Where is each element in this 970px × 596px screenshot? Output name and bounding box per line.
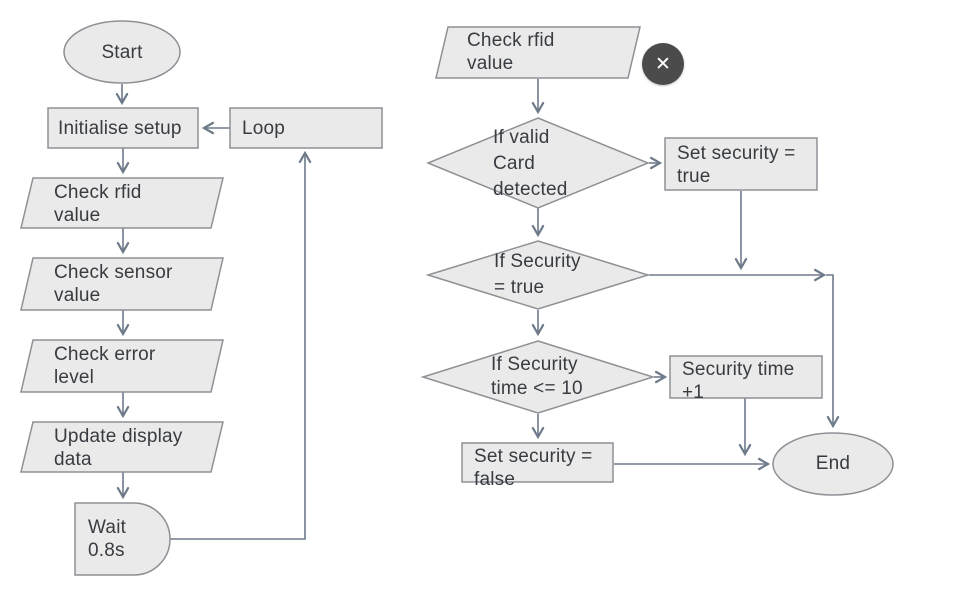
node-if-security-time-shape[interactable] [420, 340, 656, 414]
node-check-sensor-shape[interactable] [20, 257, 224, 311]
node-security-time-inc-shape[interactable] [669, 355, 823, 399]
node-wait-label: Wait 0.8s [88, 517, 127, 561]
node-wait-shape[interactable] [74, 502, 171, 576]
node-check-rfid-right-label: Check rfid value [467, 30, 555, 74]
node-loop-shape[interactable] [229, 107, 383, 149]
node-start-shape[interactable] [63, 20, 181, 84]
node-initialise-shape[interactable] [47, 107, 199, 149]
node-update-display-shape[interactable] [20, 421, 224, 473]
node-security-time-inc-label: Security time +1 [682, 359, 795, 403]
node-check-rfid-right-shape[interactable] [435, 26, 641, 79]
connectors [122, 79, 833, 540]
node-if-security-true-label: If Security = true [494, 251, 581, 298]
node-check-sensor-label: Check sensor value [54, 262, 173, 306]
node-set-security-false-label: Set security = false [474, 446, 593, 490]
node-shapes [20, 20, 894, 576]
close-icon: ✕ [655, 53, 671, 75]
node-end-label: End [815, 453, 851, 474]
close-button[interactable]: ✕ [642, 43, 684, 85]
node-check-rfid-left-label: Check rfid value [54, 182, 142, 226]
connector-right-end [826, 274, 833, 426]
node-if-valid-card-label: If valid Card detected [493, 127, 568, 200]
node-if-security-time-label: If Security time <= 10 [491, 354, 583, 399]
node-end-shape[interactable] [772, 432, 894, 496]
node-set-security-true-shape[interactable] [664, 137, 818, 191]
node-check-error-label: Check error level [54, 344, 156, 388]
node-loop-label: Loop [242, 118, 286, 139]
node-check-rfid-left-shape[interactable] [20, 177, 224, 229]
node-if-valid-card-shape[interactable] [426, 117, 650, 209]
node-check-error-shape[interactable] [20, 339, 224, 393]
node-set-security-true-label: Set security = true [677, 143, 796, 187]
node-start-label: Start [101, 42, 143, 63]
node-set-security-false-shape[interactable] [461, 442, 614, 483]
node-if-security-true-shape[interactable] [425, 240, 651, 310]
node-initialise-label: Initialise setup [58, 118, 182, 139]
node-update-display-label: Update display data [54, 426, 183, 470]
connector-wait-loop [170, 153, 305, 540]
